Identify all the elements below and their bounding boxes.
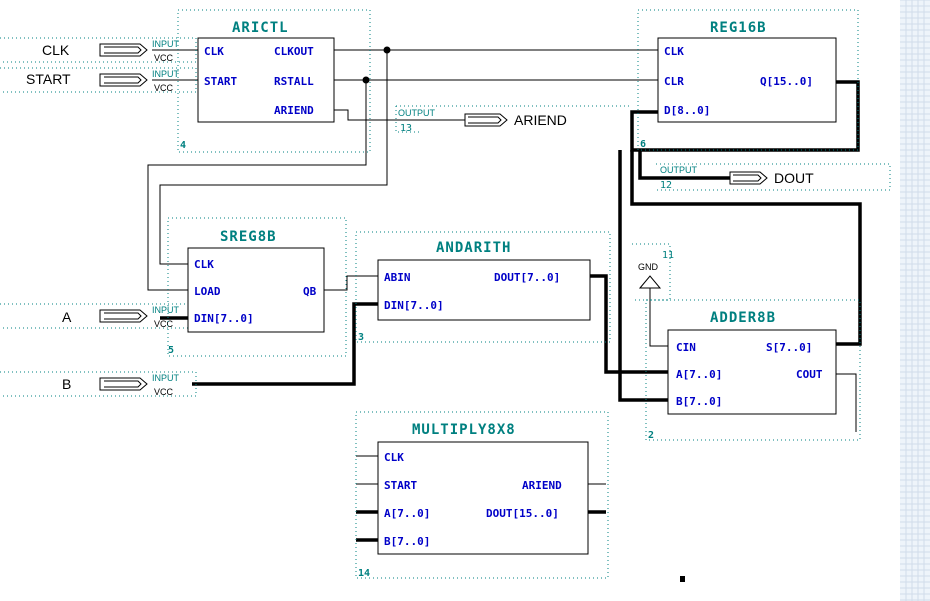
port-label: ABIN [384, 271, 411, 284]
port-label: CLKOUT [274, 45, 314, 58]
output-pin-ariend[interactable]: OUTPUT 13 ARIEND [395, 105, 632, 134]
signal-label: ARIEND [514, 112, 567, 128]
port-label: START [384, 479, 417, 492]
input-pin-b[interactable]: B INPUT VCC [0, 371, 197, 397]
block-title: ADDER8B [710, 310, 776, 326]
port-label: START [204, 75, 237, 88]
port-label: ARIEND [274, 104, 314, 117]
port-label: S[7..0] [766, 341, 812, 354]
port-label: Q[15..0] [760, 75, 813, 88]
signal-label: CLK [42, 42, 70, 58]
port-label: A[7..0] [676, 368, 722, 381]
port-label: B[7..0] [676, 395, 722, 408]
block-adder8b[interactable]: ADDER8B CIN A[7..0] B[7..0] S[7..0] COUT… [645, 299, 861, 441]
grid-strip [900, 0, 930, 601]
signal-label: B [62, 376, 71, 392]
port-label: CIN [676, 341, 696, 354]
block-number: 6 [640, 139, 646, 150]
block-andarith[interactable]: ANDARITH ABIN DIN[7..0] DOUT[7..0] 3 [355, 231, 611, 343]
block-number: 4 [180, 140, 186, 151]
output-pin-dout[interactable]: OUTPUT 12 DOUT [656, 163, 891, 191]
port-label: CLK [384, 451, 404, 464]
port-label: COUT [796, 368, 823, 381]
pin-tag: INPUT [152, 305, 180, 315]
port-label: CLK [194, 258, 214, 271]
port-label: CLK [664, 45, 684, 58]
block-arictl[interactable]: ARICTL CLK START CLKOUT RSTALL ARIEND 4 [177, 9, 371, 153]
block-number: 5 [168, 345, 174, 356]
pin-supply: VCC [154, 53, 174, 63]
port-label: ARIEND [522, 479, 562, 492]
gnd-number: 11 [662, 250, 674, 261]
port-label: A[7..0] [384, 507, 430, 520]
block-title: ARICTL [232, 20, 289, 36]
port-label: DIN[7..0] [384, 299, 444, 312]
pin-supply: VCC [154, 319, 174, 329]
block-number: 3 [358, 332, 364, 343]
block-sreg8b[interactable]: SREG8B CLK LOAD DIN[7..0] QB 5 [167, 217, 347, 357]
signal-label: DOUT [774, 170, 814, 186]
pin-tag: INPUT [152, 69, 180, 79]
port-label: QB [303, 285, 317, 298]
block-number: 2 [648, 430, 654, 441]
port-label: B[7..0] [384, 535, 430, 548]
pin-number: 13 [400, 123, 412, 134]
port-label: RSTALL [274, 75, 314, 88]
pin-supply: VCC [154, 387, 174, 397]
block-title: ANDARITH [436, 240, 511, 256]
port-label: DIN[7..0] [194, 312, 254, 325]
pin-tag: OUTPUT [660, 165, 698, 175]
pin-tag: INPUT [152, 373, 180, 383]
port-label: CLK [204, 45, 224, 58]
pin-tag: OUTPUT [398, 108, 436, 118]
bus-wires [160, 80, 862, 542]
gnd-label: GND [638, 262, 659, 272]
block-multiply8x8[interactable]: MULTIPLY8X8 CLK START A[7..0] B[7..0] AR… [355, 411, 609, 579]
signal-label: A [62, 309, 72, 325]
block-reg16b[interactable]: REG16B CLK CLR D[8..0] Q[15..0] 6 [637, 9, 859, 151]
gnd-symbol[interactable]: GND 11 [632, 243, 674, 301]
pin-number: 12 [660, 180, 672, 191]
block-title: SREG8B [220, 229, 277, 245]
port-label: LOAD [194, 285, 221, 298]
port-label: DOUT[15..0] [486, 507, 559, 520]
port-label: DOUT[7..0] [494, 271, 560, 284]
junction-dot [383, 46, 391, 54]
block-title: MULTIPLY8X8 [412, 422, 516, 438]
input-pin-start[interactable]: START INPUT VCC [0, 67, 197, 93]
signal-label: START [26, 71, 71, 87]
pin-tag: INPUT [152, 39, 180, 49]
junction-dot [362, 76, 370, 84]
input-pin-clk[interactable]: CLK INPUT VCC [0, 37, 197, 63]
port-label: CLR [664, 75, 684, 88]
port-label: D[8..0] [664, 104, 710, 117]
block-number: 14 [358, 568, 370, 579]
stray-mark [680, 576, 685, 582]
pin-supply: VCC [154, 83, 174, 93]
block-title: REG16B [710, 20, 767, 36]
